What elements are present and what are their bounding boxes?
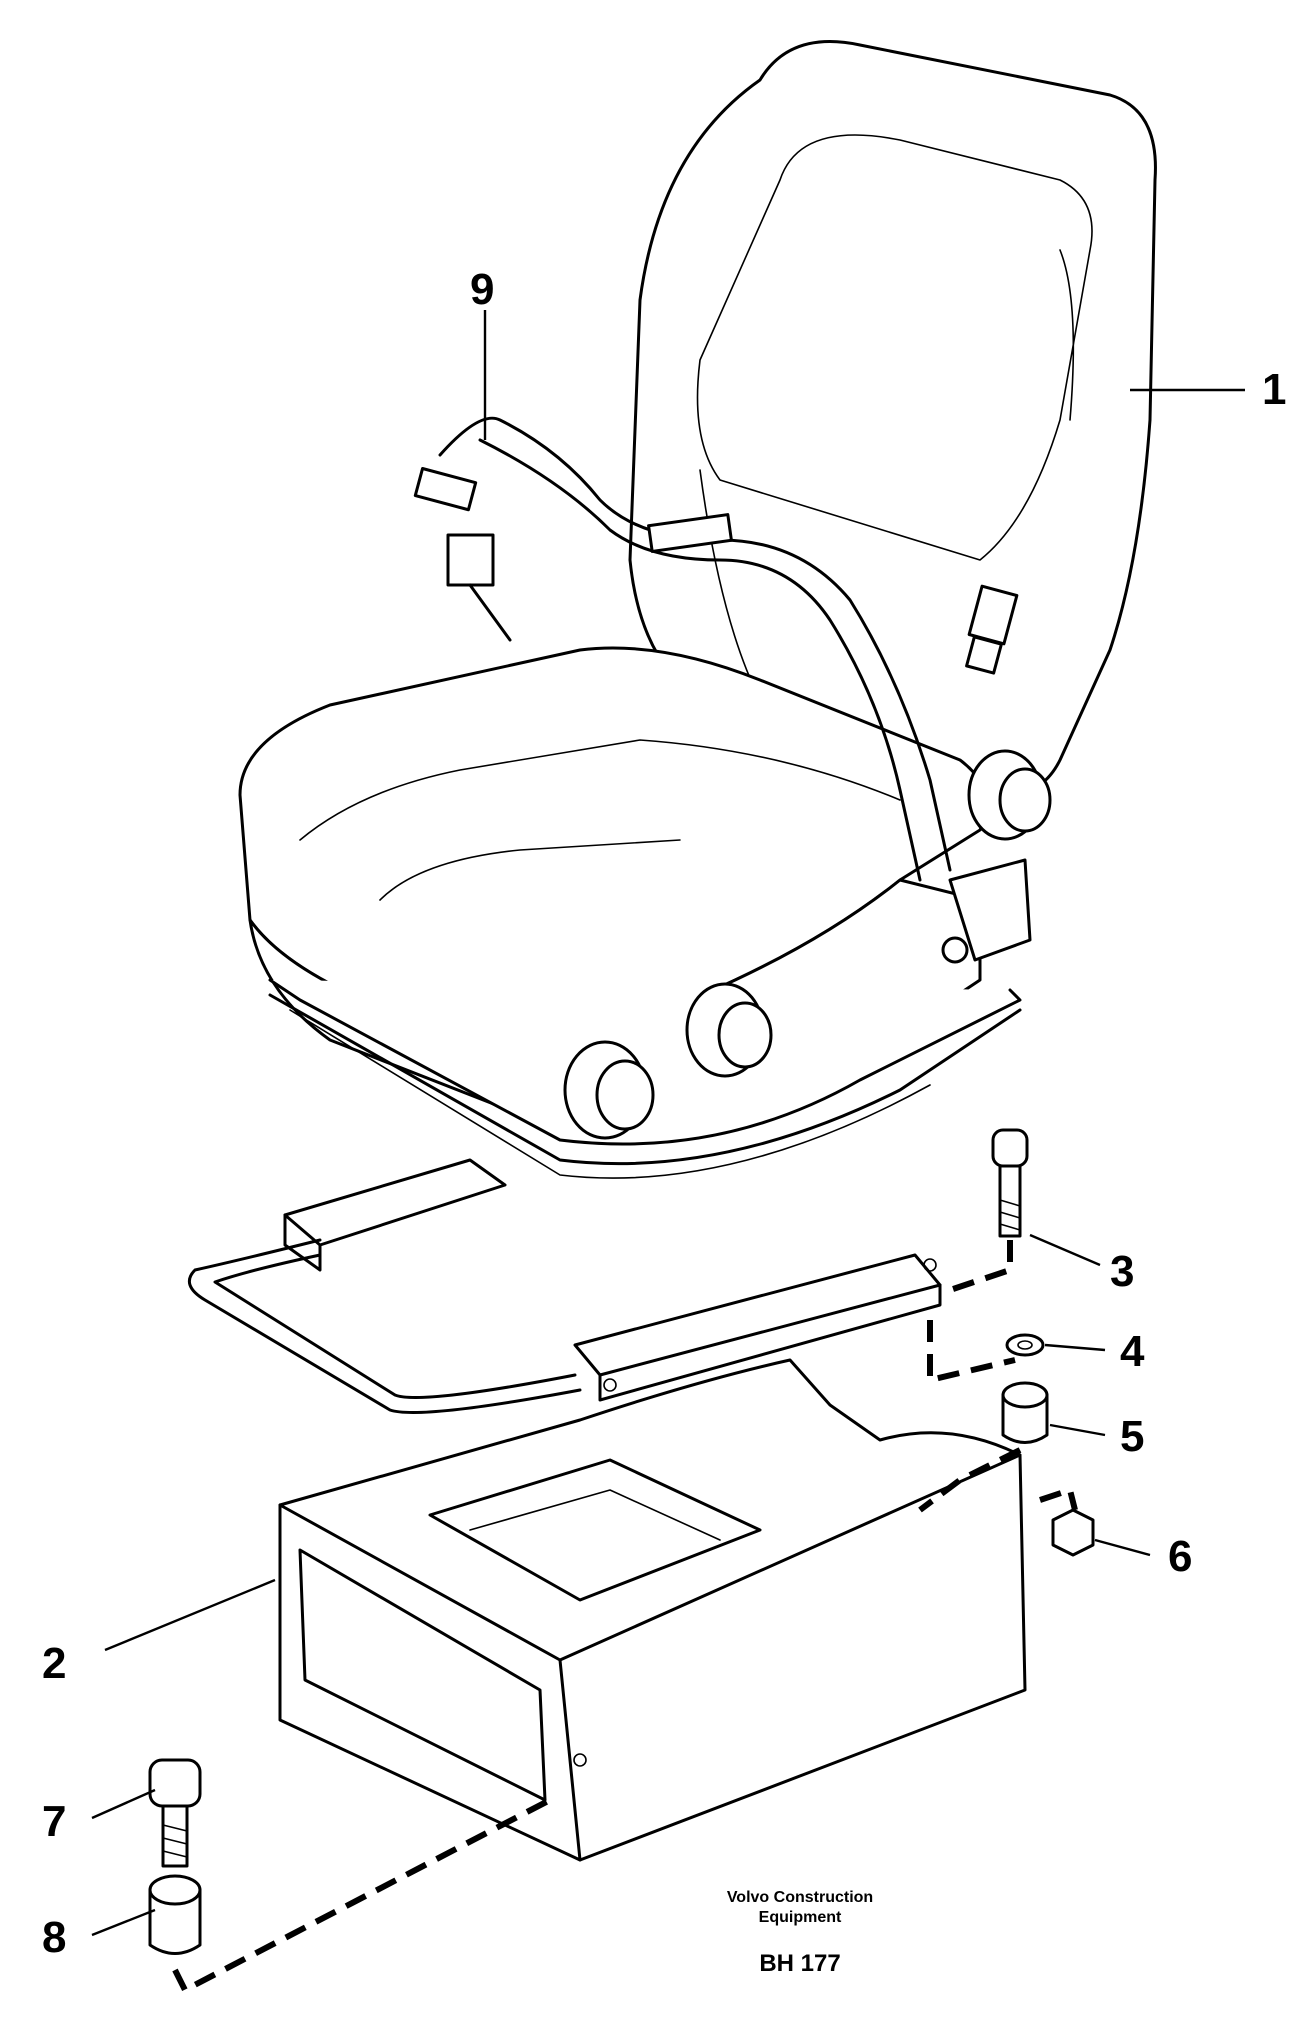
caption-manufacturer: Volvo Construction Equipment <box>690 1888 910 1928</box>
assembly-line-console <box>172 1797 552 1995</box>
callout-8: 8 <box>42 1913 67 1962</box>
spacer-5 <box>1001 1381 1049 1444</box>
callout-6: 6 <box>1168 1532 1193 1581</box>
leader-3 <box>1029 1233 1101 1267</box>
nut-6 <box>1051 1508 1095 1557</box>
callout-5: 5 <box>1120 1412 1145 1461</box>
adjust-knob-middle <box>685 982 773 1078</box>
console-screw-7 <box>148 1758 202 1868</box>
adjust-knob-left <box>563 1040 655 1140</box>
washer-4 <box>1005 1333 1045 1357</box>
callout-7: 7 <box>42 1797 67 1846</box>
screw-3 <box>991 1128 1029 1238</box>
adjust-knob-back <box>967 749 1052 841</box>
assembly-line-nut <box>1039 1486 1078 1511</box>
seat-cushion <box>238 646 1052 1179</box>
callout-2: 2 <box>42 1639 67 1688</box>
console-spacer-8 <box>148 1874 202 1955</box>
seat-belt <box>413 416 952 882</box>
callout-1: 1 <box>1262 365 1287 414</box>
assembly-line-washer <box>927 1320 1016 1384</box>
callout-4: 4 <box>1120 1327 1145 1376</box>
assembly-line-screw <box>949 1240 1013 1293</box>
leader-8 <box>91 1908 156 1937</box>
seat-rails <box>187 1158 942 1414</box>
caption-code: BH 177 <box>759 1950 841 1977</box>
leader-2 <box>104 1578 276 1652</box>
leader-7 <box>91 1788 156 1820</box>
caption-line-1: Volvo Construction <box>726 1889 874 1906</box>
seat-backrest <box>628 40 1157 794</box>
caption-line-2: Equipment <box>758 1909 842 1926</box>
leader-4 <box>1044 1343 1106 1352</box>
callout-9: 9 <box>470 265 495 314</box>
seat-console <box>278 1358 1027 1862</box>
leader-5 <box>1049 1423 1106 1437</box>
leader-6 <box>1094 1538 1151 1557</box>
callout-3: 3 <box>1110 1247 1135 1296</box>
